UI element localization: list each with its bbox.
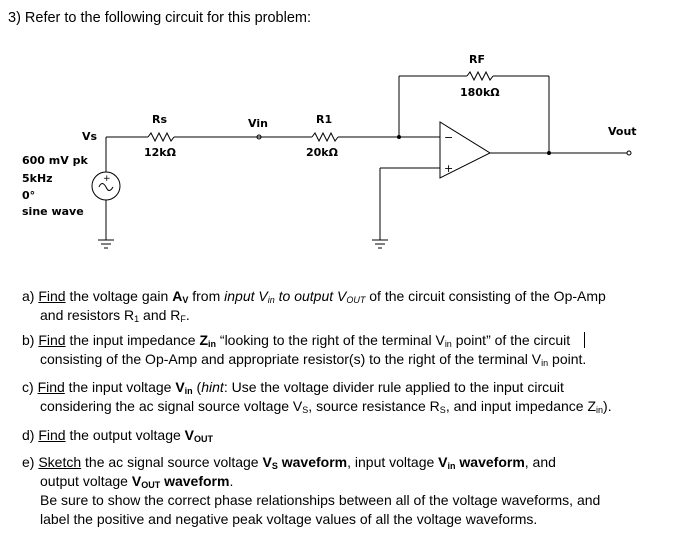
source-phase: 0° [22, 189, 35, 202]
junction-node-left [397, 135, 401, 139]
question-a: a) Find the voltage gain AV from input V… [22, 288, 606, 324]
op-amp-minus-sign: − [444, 131, 453, 144]
op-amp-symbol [439, 121, 492, 179]
sketch-e: Sketch [38, 454, 82, 470]
rf-value: 180kΩ [460, 86, 500, 99]
question-c: c) Find the input voltage Vin (hint: Use… [22, 379, 612, 415]
rs-value: 12kΩ [144, 146, 177, 159]
rf-label: RF [469, 53, 485, 66]
source-plus-sign: + [103, 174, 111, 184]
find-c: Find [37, 379, 65, 395]
source-amplitude: 600 mV pk [22, 154, 88, 167]
vin-terminal [256, 134, 262, 140]
source-type: sine wave [22, 205, 84, 218]
find-a: Find [38, 288, 66, 304]
find-b: Find [38, 332, 66, 348]
text-cursor [584, 332, 586, 348]
vout-terminal [626, 150, 632, 156]
question-b: b) Find the input impedance Zin “looking… [22, 332, 587, 368]
rs-resistor [147, 131, 175, 143]
problem-title: 3) Refer to the following circuit for th… [8, 10, 312, 26]
vin-label: Vin [248, 117, 268, 130]
find-d: Find [38, 427, 66, 443]
op-amp-plus-sign: + [444, 162, 453, 175]
question-e: e) Sketch the ac signal source voltage V… [22, 454, 601, 527]
sine-glyph [98, 183, 114, 191]
source-frequency: 5kHz [22, 172, 53, 185]
junction-node-right [547, 151, 551, 155]
rs-label: Rs [152, 113, 167, 126]
r1-value: 20kΩ [306, 146, 339, 159]
r1-label: R1 [316, 113, 332, 126]
vout-label: Vout [608, 125, 637, 138]
question-d: d) Find the output voltage VOUT [22, 427, 214, 444]
r1-resistor [311, 131, 339, 143]
vs-label: Vs [82, 130, 98, 143]
rf-resistor [466, 70, 494, 82]
